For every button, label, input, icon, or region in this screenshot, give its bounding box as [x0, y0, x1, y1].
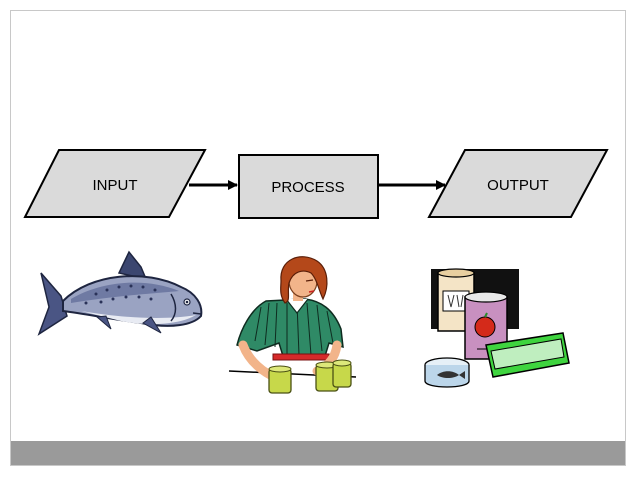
input-shape: [23, 149, 207, 218]
fish-illustration: [37, 250, 203, 336]
input-step: INPUT: [23, 149, 207, 218]
input-label: INPUT: [93, 177, 138, 194]
output-shape: [427, 149, 609, 218]
output-step: OUTPUT: [427, 149, 609, 218]
flow-diagram: INPUT PROCESS OUTPUT: [23, 149, 609, 394]
woman-canning-illustration: [228, 256, 357, 394]
process-shape: [238, 154, 379, 219]
slide: INPUT PROCESS OUTPUT: [10, 10, 626, 466]
canned-goods-illustration: [424, 268, 570, 388]
output-label: OUTPUT: [487, 177, 549, 194]
process-label: PROCESS: [271, 179, 344, 196]
process-step: PROCESS: [238, 154, 379, 219]
footer-bar: [11, 441, 625, 465]
